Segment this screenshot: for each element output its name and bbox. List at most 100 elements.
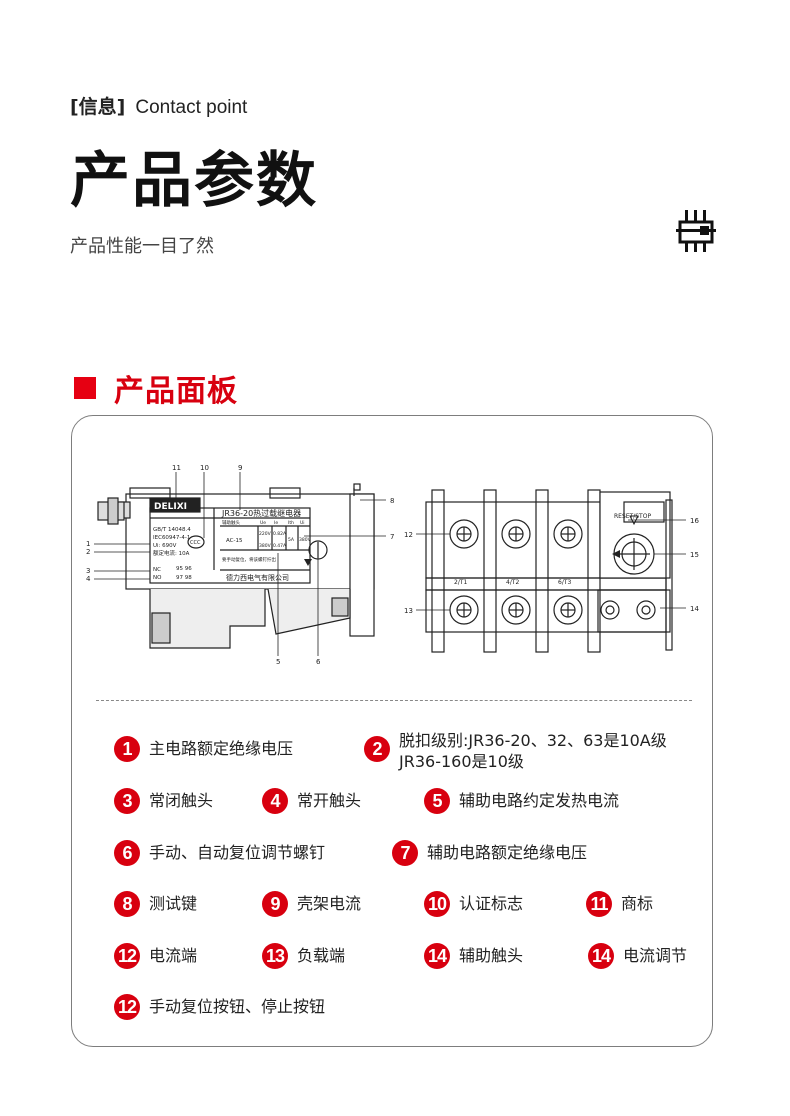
ui-line: Ui: 690V bbox=[153, 543, 177, 549]
callout-12: 12 bbox=[404, 531, 413, 539]
callout-3: 3 bbox=[86, 567, 90, 575]
number-badge: 1 bbox=[114, 736, 140, 762]
number-badge: 4 bbox=[262, 788, 288, 814]
section-title: 产品面板 bbox=[114, 374, 238, 409]
company-name: 德力西电气有限公司 bbox=[226, 573, 289, 582]
legend-label: 辅助电路额定绝缘电压 bbox=[427, 843, 588, 862]
reset-note: 要手动复位，将该螺钉拧出 bbox=[222, 556, 276, 563]
number-badge: 8 bbox=[114, 891, 140, 917]
legend-label: 辅助触头 bbox=[459, 946, 524, 965]
legend-item: 10 认证标志 bbox=[424, 891, 524, 917]
relay-icon bbox=[676, 210, 716, 252]
legend-item: 8 测试键 bbox=[114, 891, 198, 917]
number-badge: 6 bbox=[114, 840, 140, 866]
spec-head-0: 辅助触头 bbox=[222, 519, 240, 526]
number-badge: 3 bbox=[114, 788, 140, 814]
legend-label: 商标 bbox=[621, 894, 654, 913]
page-subtitle: 产品性能一目了然 bbox=[70, 236, 214, 257]
callout-9: 9 bbox=[238, 464, 242, 472]
nc-terms: 95 96 bbox=[176, 566, 192, 572]
no-label: NO bbox=[153, 575, 162, 581]
spec-head-2: Ie bbox=[274, 520, 278, 526]
callout-16: 16 bbox=[690, 517, 699, 525]
model-title: JR36-20热过载继电器 bbox=[221, 508, 301, 518]
spec-r2-ie: 0.47A bbox=[273, 543, 287, 549]
page-title: 产品参数 bbox=[70, 146, 318, 216]
spec-head-1: Ue bbox=[260, 520, 266, 526]
number-badge: 12 bbox=[114, 943, 140, 969]
legend-item: 13 负载端 bbox=[262, 943, 346, 969]
legend-label: 电流端 bbox=[149, 946, 198, 965]
spec-head-3: Ith bbox=[288, 520, 294, 526]
legend-item: 7 辅助电路额定绝缘电压 bbox=[392, 840, 588, 866]
callout-6: 6 bbox=[316, 658, 321, 666]
legend-label: 负载端 bbox=[297, 946, 346, 965]
callout-1: 1 bbox=[86, 540, 90, 548]
legend-label: 手动复位按钮、停止按钮 bbox=[149, 997, 326, 1016]
number-badge: 10 bbox=[424, 891, 450, 917]
legend-label: 壳架电流 bbox=[297, 894, 362, 913]
terminal-label-3: 6/T3 bbox=[558, 579, 572, 586]
spec-ui: 380V bbox=[299, 537, 312, 543]
legend-item: 11 商标 bbox=[586, 891, 654, 917]
number-badge: 2 bbox=[364, 736, 390, 762]
callout-14: 14 bbox=[690, 605, 699, 613]
no-terms: 97 98 bbox=[176, 575, 192, 581]
nc-label: NC bbox=[153, 567, 161, 573]
eyebrow-tag: [信息] bbox=[70, 96, 126, 118]
legend-item: 5 辅助电路约定发热电流 bbox=[424, 788, 620, 814]
relay-panel-diagram: DELIXI JR36-20热过载继电器 GB/T 14048.4 IEC609… bbox=[86, 464, 699, 666]
legend-label: 主电路额定绝缘电压 bbox=[149, 739, 294, 758]
callout-10: 10 bbox=[200, 464, 209, 472]
legend-label: 辅助电路约定发热电流 bbox=[459, 791, 620, 810]
legend-label: 脱扣级别:JR36-20、32、63是10A级 JR36-160是10级 bbox=[399, 731, 667, 771]
ith-line: 额定电流: 10A bbox=[153, 549, 190, 557]
number-badge: 14 bbox=[588, 943, 614, 969]
number-badge: 7 bbox=[392, 840, 418, 866]
spec-r1-ue: 220V bbox=[259, 531, 272, 537]
cert-mark: CCC bbox=[190, 540, 201, 546]
legend-label: 常闭触头 bbox=[149, 791, 214, 810]
std-line2: IEC60947-4-1 bbox=[153, 535, 190, 541]
callout-15: 15 bbox=[690, 551, 699, 559]
legend-item: 14 电流调节 bbox=[588, 943, 688, 969]
spec-r2-ue: 380V bbox=[259, 543, 272, 549]
spec-head-4: Ui bbox=[300, 520, 305, 526]
legend-item: 4 常开触头 bbox=[262, 788, 362, 814]
reset-stop-label: RESET/STOP bbox=[614, 513, 651, 520]
number-badge: 14 bbox=[424, 943, 450, 969]
legend-label: 测试键 bbox=[149, 894, 198, 913]
callout-8: 8 bbox=[390, 497, 394, 505]
spec-r1-ie: 0.82A bbox=[273, 531, 287, 537]
number-badge: 13 bbox=[262, 943, 288, 969]
number-badge: 11 bbox=[586, 891, 612, 917]
legend-item: 1 主电路额定绝缘电压 bbox=[114, 736, 294, 762]
divider bbox=[96, 700, 692, 701]
legend-label: 电流调节 bbox=[623, 946, 688, 965]
terminal-label-2: 4/T2 bbox=[506, 579, 520, 586]
spec-ac: AC-15 bbox=[226, 538, 243, 544]
legend-item: 6 手动、自动复位调节螺钉 bbox=[114, 840, 326, 866]
spec-ith: 5A bbox=[288, 537, 295, 543]
callout-2: 2 bbox=[86, 548, 90, 556]
legend-item: 14 辅助触头 bbox=[424, 943, 524, 969]
callout-11: 11 bbox=[172, 464, 181, 472]
product-panel-card bbox=[71, 415, 713, 1047]
legend-item: 2 脱扣级别:JR36-20、32、63是10A级 JR36-160是10级 bbox=[364, 730, 667, 772]
callout-4: 4 bbox=[86, 575, 91, 583]
number-badge: 12 bbox=[114, 994, 140, 1020]
section-heading: 产品面板 bbox=[74, 366, 238, 410]
brand-logo: DELIXI bbox=[154, 502, 187, 512]
legend-label: 手动、自动复位调节螺钉 bbox=[149, 843, 326, 862]
legend-item: 3 常闭触头 bbox=[114, 788, 214, 814]
callout-7: 7 bbox=[390, 533, 394, 541]
callout-5: 5 bbox=[276, 658, 280, 666]
eyebrow-en: Contact point bbox=[135, 97, 248, 118]
std-line1: GB/T 14048.4 bbox=[153, 527, 191, 533]
terminal-label-1: 2/T1 bbox=[454, 579, 468, 586]
legend-item: 9 壳架电流 bbox=[262, 891, 362, 917]
legend-label: 认证标志 bbox=[459, 894, 524, 913]
legend-item: 12 电流端 bbox=[114, 943, 198, 969]
number-badge: 9 bbox=[262, 891, 288, 917]
legend-label: 常开触头 bbox=[297, 791, 362, 810]
